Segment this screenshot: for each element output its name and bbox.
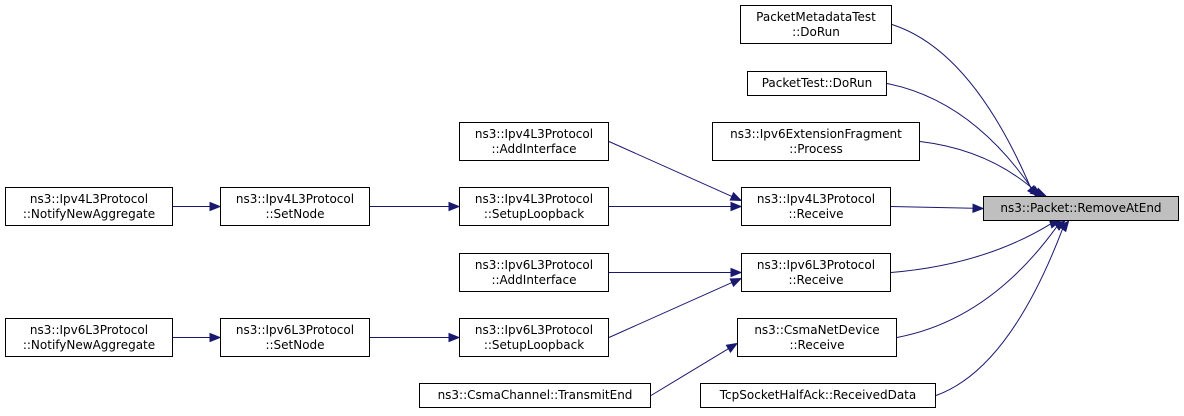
node-ipv6-add-interface[interactable]: ns3::Ipv6L3Protocol::AddInterface (459, 253, 609, 292)
edge-packet_metadata_test-to-root (891, 24, 1032, 189)
node-ipv6-set-node[interactable]: ns3::Ipv6L3Protocol::SetNode (220, 318, 370, 357)
node-label-line: ::SetNode (265, 206, 325, 221)
node-ipv4-set-node[interactable]: ns3::Ipv4L3Protocol::SetNode (220, 187, 370, 226)
node-label-line: ns3::Ipv4L3Protocol (474, 126, 594, 141)
node-packet-test[interactable]: PacketTest::DoRun (747, 71, 887, 96)
edge-ipv4_add_interface-to-ipv4_receive (608, 141, 733, 197)
node-label-line: ns3::Packet::RemoveAtEnd (1000, 201, 1162, 215)
node-label-line: ::AddInterface (491, 141, 577, 156)
node-label-line: ns3::CsmaNetDevice (754, 322, 880, 337)
node-label-line: ::Process (789, 141, 843, 156)
arrowhead-ipv6_set_node-to-ipv6_setup_loopback (448, 332, 461, 343)
node-label-line: ::Receive (788, 272, 844, 287)
node-label-line: ::Receive (788, 206, 844, 221)
arrowhead-ipv4_set_node-to-ipv4_setup_loopback (448, 201, 461, 212)
edge-packet_test-to-root (886, 83, 1034, 191)
node-label-line: ns3::Ipv6L3Protocol (235, 322, 355, 337)
node-label-line: ns3::Ipv4L3Protocol (235, 191, 355, 206)
edge-csma_receive-to-root (896, 226, 1058, 338)
node-label-line: ::NotifyNewAggregate (22, 337, 156, 352)
edge-ipv6_setup_loopback-to-ipv6_receive (608, 282, 733, 338)
node-label-line: ::Receive (789, 337, 845, 352)
node-label-line: ns3::Ipv6ExtensionFragment (730, 126, 902, 141)
node-label-line: TcpSocketHalfAck::ReceivedData (719, 388, 917, 402)
edge-ipv4_receive-to-root (890, 206, 974, 209)
node-tcp-socket-half-ack[interactable]: TcpSocketHalfAck::ReceivedData (700, 383, 936, 408)
arrowhead-ipv4_notify_aggregate-to-ipv4_set_node (209, 201, 222, 212)
node-label-line: ns3::Ipv6L3Protocol (474, 257, 594, 272)
node-label-line: ns3::Ipv4L3Protocol (756, 191, 876, 206)
arrowhead-csma_transmit_end-to-csma_receive (725, 342, 739, 353)
node-label-line: ns3::Ipv6L3Protocol (756, 257, 876, 272)
node-ipv4-setup-loopback[interactable]: ns3::Ipv4L3Protocol::SetupLoopback (459, 187, 609, 226)
node-label-line: ns3::Ipv6L3Protocol (474, 322, 594, 337)
arrowhead-ipv4_setup_loopback-to-ipv4_receive (730, 201, 743, 212)
arrowhead-ipv6_add_interface-to-ipv6_receive (730, 267, 743, 278)
edge-ipv6_ext_fragment-to-root (919, 141, 1037, 193)
node-label-line: ::NotifyNewAggregate (22, 206, 156, 221)
node-label-line: PacketMetadataTest (756, 9, 876, 24)
edge-tcp_half_ack-to-root (935, 228, 1064, 396)
node-label-line: ::SetupLoopback (483, 337, 585, 352)
edge-ipv6_receive-to-root (890, 223, 1051, 273)
node-packet-metadata-test[interactable]: PacketMetadataTest::DoRun (740, 5, 892, 44)
arrowhead-ipv6_ext_fragment-to-root (1034, 187, 1048, 197)
node-ipv6-receive[interactable]: ns3::Ipv6L3Protocol::Receive (741, 253, 891, 292)
node-ipv4-receive[interactable]: ns3::Ipv4L3Protocol::Receive (741, 187, 891, 226)
node-root[interactable]: ns3::Packet::RemoveAtEnd (983, 196, 1179, 221)
node-label-line: PacketTest::DoRun (761, 76, 873, 90)
node-label-line: ns3::Ipv6L3Protocol (29, 322, 149, 337)
node-label-line: ns3::Ipv4L3Protocol (474, 191, 594, 206)
node-label-line: ns3::Ipv4L3Protocol (29, 191, 149, 206)
arrowhead-ipv6_notify_aggregate-to-ipv6_set_node (209, 332, 222, 343)
node-label-line: ::SetNode (265, 337, 325, 352)
node-ipv6-notify-new-aggregate[interactable]: ns3::Ipv6L3Protocol::NotifyNewAggregate (5, 318, 173, 357)
node-csma-net-device-receive[interactable]: ns3::CsmaNetDevice::Receive (737, 318, 897, 357)
edge-csma_transmit_end-to-csma_receive (650, 348, 729, 396)
node-label-line: ::AddInterface (491, 272, 577, 287)
node-label-line: ::DoRun (792, 24, 840, 39)
node-csma-channel-transmit-end[interactable]: ns3::CsmaChannel::TransmitEnd (419, 383, 651, 408)
node-ipv6-extension-fragment[interactable]: ns3::Ipv6ExtensionFragment::Process (712, 122, 920, 161)
arrowhead-ipv4_receive-to-root (972, 203, 985, 214)
arrowhead-ipv4_add_interface-to-ipv4_receive (729, 191, 743, 202)
node-label-line: ::SetupLoopback (483, 206, 585, 221)
arrowhead-tcp_half_ack-to-root (1058, 219, 1070, 233)
node-label-line: ns3::CsmaChannel::TransmitEnd (437, 388, 633, 402)
node-ipv4-add-interface[interactable]: ns3::Ipv4L3Protocol::AddInterface (459, 122, 609, 161)
arrowhead-ipv6_setup_loopback-to-ipv6_receive (729, 277, 743, 288)
node-ipv4-notify-new-aggregate[interactable]: ns3::Ipv4L3Protocol::NotifyNewAggregate (5, 187, 173, 226)
node-ipv6-setup-loopback[interactable]: ns3::Ipv6L3Protocol::SetupLoopback (459, 318, 609, 357)
